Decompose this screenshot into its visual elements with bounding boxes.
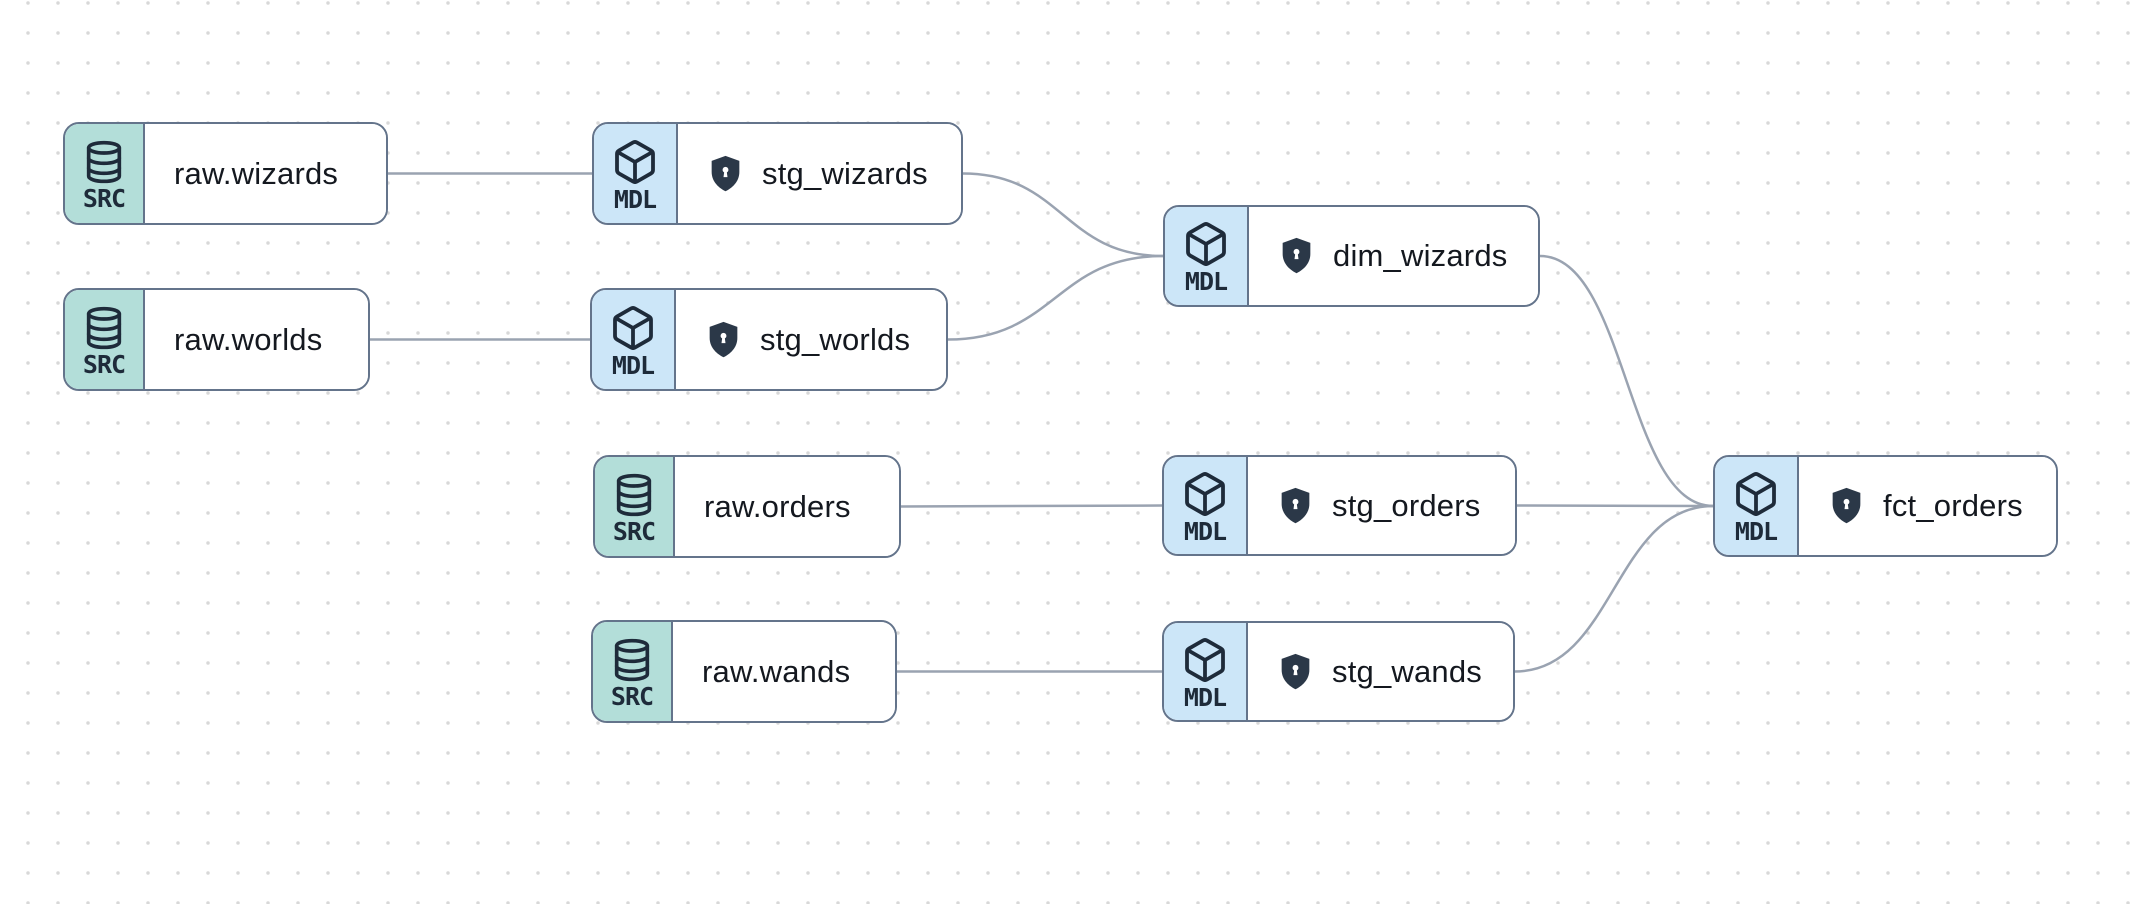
- cube-icon: [1181, 636, 1229, 684]
- node-fct-orders[interactable]: MDL fct_orders: [1713, 455, 2058, 557]
- node-type-label: MDL: [1183, 682, 1227, 712]
- node-body: raw.orders: [675, 457, 899, 556]
- node-type-badge: SRC: [593, 622, 673, 721]
- node-type-label: MDL: [1184, 267, 1228, 297]
- node-type-label: MDL: [611, 350, 655, 380]
- node-type-label: SRC: [82, 183, 126, 213]
- edge-stg-wands-to-fct-orders: [1514, 504, 1714, 673]
- node-body: stg_wands: [1248, 623, 1513, 720]
- database-icon: [611, 472, 657, 518]
- node-type-badge: MDL: [1715, 457, 1799, 555]
- node-type-badge: MDL: [1164, 457, 1248, 554]
- node-body: fct_orders: [1799, 457, 2056, 555]
- node-title: raw.worlds: [174, 321, 323, 357]
- node-type-label: SRC: [612, 516, 656, 546]
- node-raw-orders[interactable]: SRC raw.orders: [593, 455, 901, 558]
- shield-icon: [707, 154, 744, 194]
- node-title: raw.orders: [704, 488, 851, 524]
- node-body: raw.wands: [673, 622, 895, 721]
- edge-stg-wizards-to-dim-wizards: [962, 172, 1164, 258]
- cube-icon: [611, 138, 659, 186]
- cube-icon: [1732, 470, 1780, 518]
- database-icon: [81, 305, 127, 351]
- node-stg-wizards[interactable]: MDL stg_wizards: [592, 122, 963, 225]
- node-body: dim_wizards: [1249, 207, 1538, 305]
- cube-icon: [609, 304, 657, 352]
- node-title: stg_wizards: [762, 155, 928, 191]
- node-title: raw.wands: [702, 653, 851, 689]
- node-type-badge: MDL: [1165, 207, 1249, 305]
- node-type-label: SRC: [610, 681, 654, 711]
- edge-stg-worlds-to-dim-wizards: [947, 254, 1164, 341]
- node-title: stg_worlds: [760, 321, 911, 357]
- node-type-label: MDL: [1734, 517, 1778, 547]
- node-title: raw.wizards: [174, 155, 339, 191]
- node-raw-wizards[interactable]: SRC raw.wizards: [63, 122, 388, 225]
- node-body: stg_worlds: [676, 290, 946, 389]
- node-body: stg_orders: [1248, 457, 1515, 554]
- shield-icon: [1828, 486, 1865, 526]
- node-raw-worlds[interactable]: SRC raw.worlds: [63, 288, 370, 391]
- shield-icon: [1278, 236, 1315, 276]
- node-title: stg_wands: [1332, 653, 1483, 689]
- node-stg-worlds[interactable]: MDL stg_worlds: [590, 288, 948, 391]
- shield-icon: [1277, 652, 1314, 692]
- shield-icon: [705, 320, 742, 360]
- node-stg-orders[interactable]: MDL stg_orders: [1162, 455, 1517, 556]
- database-icon: [609, 637, 655, 683]
- node-title: dim_wizards: [1333, 238, 1508, 273]
- node-type-badge: MDL: [594, 124, 678, 223]
- node-type-label: MDL: [1183, 516, 1227, 546]
- node-type-badge: MDL: [592, 290, 676, 389]
- cube-icon: [1182, 220, 1230, 268]
- shield-icon: [1277, 486, 1314, 526]
- edge-dim-wizards-to-fct-orders: [1539, 254, 1714, 508]
- node-type-label: MDL: [613, 184, 657, 214]
- node-type-label: SRC: [82, 349, 126, 379]
- node-title: stg_orders: [1332, 487, 1481, 523]
- node-title: fct_orders: [1883, 488, 2023, 523]
- edge-raw-orders-to-stg-orders: [900, 504, 1163, 508]
- node-body: raw.wizards: [145, 124, 386, 223]
- node-type-badge: SRC: [65, 290, 145, 389]
- node-type-badge: SRC: [595, 457, 675, 556]
- node-body: raw.worlds: [145, 290, 368, 389]
- node-body: stg_wizards: [678, 124, 961, 223]
- node-dim-wizards[interactable]: MDL dim_wizards: [1163, 205, 1540, 307]
- node-type-badge: MDL: [1164, 623, 1248, 720]
- node-type-badge: SRC: [65, 124, 145, 223]
- database-icon: [81, 139, 127, 185]
- edge-stg-orders-to-fct-orders: [1516, 504, 1714, 508]
- node-stg-wands[interactable]: MDL stg_wands: [1162, 621, 1515, 722]
- cube-icon: [1181, 470, 1229, 518]
- node-raw-wands[interactable]: SRC raw.wands: [591, 620, 897, 723]
